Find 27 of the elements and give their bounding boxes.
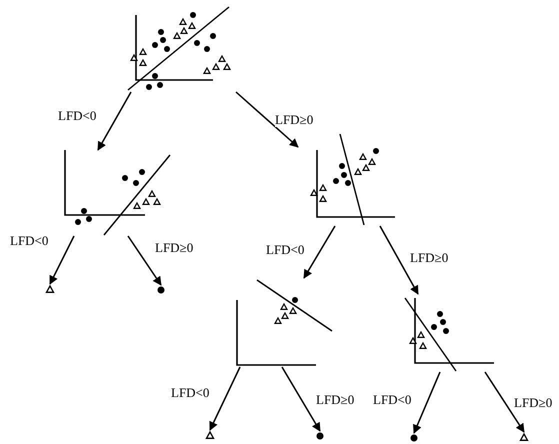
- edge-label: LFD<0: [373, 392, 412, 407]
- arrow: [209, 366, 241, 431]
- circle-marker: [156, 285, 166, 295]
- arrow: [281, 366, 321, 432]
- circle-marker: [315, 431, 325, 441]
- arrow: [49, 236, 75, 285]
- arrow: [97, 92, 132, 151]
- edge-label: LFD≥0: [410, 250, 448, 265]
- triangle-marker: [205, 430, 215, 440]
- edge-label: LFD≥0: [316, 392, 354, 407]
- edge-label: LFD≥0: [514, 395, 552, 410]
- edge-label: LFD<0: [58, 108, 96, 123]
- arrow: [413, 372, 441, 434]
- arrow: [236, 91, 299, 148]
- edge-label: LFD≥0: [155, 240, 194, 255]
- edge-label: LFD<0: [266, 242, 304, 257]
- arrow: [379, 226, 419, 295]
- arrow: [303, 226, 336, 279]
- edge-label: LFD≥0: [275, 112, 314, 127]
- arrow: [127, 236, 162, 286]
- scatter-plot-drawing: [234, 278, 334, 367]
- triangle-marker: [45, 284, 55, 294]
- edge-label: LFD<0: [171, 385, 210, 400]
- edge-label: LFD<0: [10, 233, 48, 248]
- arrow: [484, 372, 525, 433]
- triangle-marker: [519, 432, 529, 442]
- circle-marker: [409, 433, 419, 443]
